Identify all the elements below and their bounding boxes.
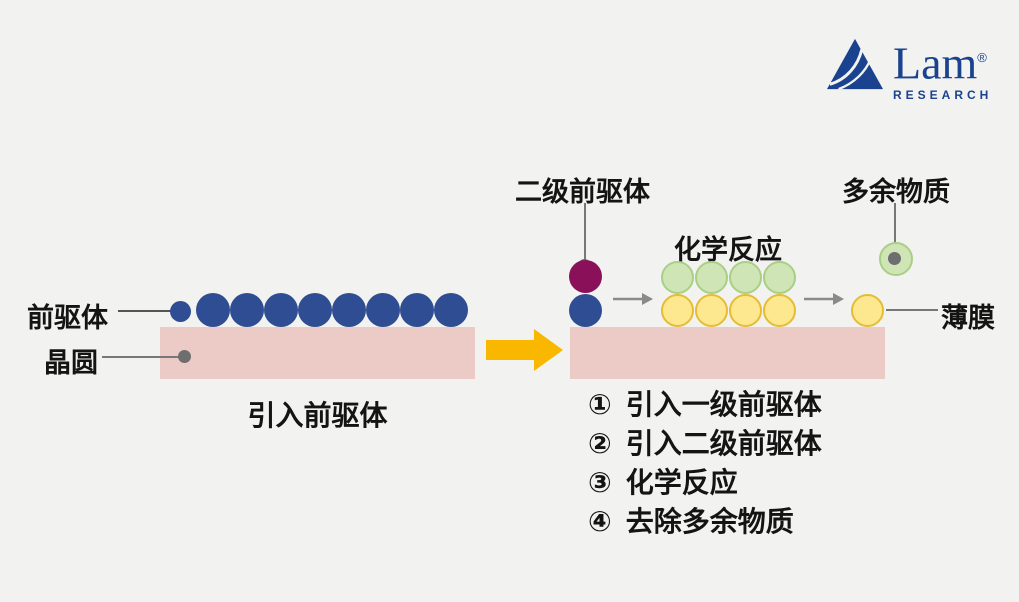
film-molecule-yellow <box>695 294 728 327</box>
flow-arrow-icon <box>486 329 563 371</box>
thin-film-molecule <box>851 294 884 327</box>
secondary-precursor-pointer-line <box>584 203 586 265</box>
registered-mark: ® <box>977 50 987 65</box>
wafer-pointer-dot <box>178 350 191 363</box>
thin-film-pointer-line <box>886 309 938 311</box>
reaction-molecule-green <box>729 261 762 294</box>
step-number: ④ <box>588 506 612 537</box>
lam-triangle-icon <box>826 38 884 91</box>
step-text: 去除多余物质 <box>625 506 794 537</box>
wafer-right <box>570 327 885 379</box>
film-molecule-yellow <box>763 294 796 327</box>
logo-brand-word: Lam <box>893 37 978 89</box>
lam-wordmark: Lam® RESEARCH <box>893 36 993 103</box>
film-molecule-yellow <box>661 294 694 327</box>
wafer-pointer-line <box>102 356 186 358</box>
wafer-label: 晶圆 <box>44 348 98 378</box>
step-number: ① <box>588 389 612 420</box>
reaction-molecule-green <box>695 261 728 294</box>
thin-film-label: 薄膜 <box>941 303 995 333</box>
secondary-precursor-molecule <box>569 260 602 293</box>
left-caption: 引入前驱体 <box>247 400 388 431</box>
excess-material-label: 多余物质 <box>842 177 950 207</box>
precursor-molecule <box>196 293 230 327</box>
chemical-reaction-label: 化学反应 <box>674 235 782 265</box>
logo-brand-text: Lam® <box>893 36 992 89</box>
step-arrow-icon <box>804 293 844 305</box>
precursor-molecule <box>366 293 400 327</box>
process-steps-list: ① 引入一级前驱体 ② 引入二级前驱体 ③ 化学反应 ④ 去除多余物质 <box>588 390 822 537</box>
primary-precursor-molecule <box>569 294 602 327</box>
precursor-label: 前驱体 <box>27 303 108 333</box>
reaction-molecule-green <box>763 261 796 294</box>
secondary-precursor-label: 二级前驱体 <box>515 177 650 207</box>
precursor-molecule <box>332 293 366 327</box>
process-step: ① 引入一级前驱体 <box>588 390 822 420</box>
process-step: ④ 去除多余物质 <box>588 507 822 537</box>
step-text: 引入二级前驱体 <box>625 428 822 459</box>
reaction-molecule-green <box>661 261 694 294</box>
excess-pointer-line <box>894 203 896 259</box>
precursor-molecule <box>264 293 298 327</box>
excess-pointer-dot <box>888 252 901 265</box>
precursor-molecule <box>400 293 434 327</box>
wafer-left <box>160 327 475 379</box>
process-step: ② 引入二级前驱体 <box>588 429 822 459</box>
step-number: ② <box>588 428 612 459</box>
lam-logo: Lam® RESEARCH <box>826 36 992 102</box>
precursor-molecule-small <box>170 301 191 322</box>
precursor-molecule <box>298 293 332 327</box>
logo-subtitle-text: RESEARCH <box>893 88 993 103</box>
process-step: ③ 化学反应 <box>588 468 822 498</box>
step-number: ③ <box>588 467 612 498</box>
film-molecule-yellow <box>729 294 762 327</box>
precursor-molecule <box>434 293 468 327</box>
step-text: 引入一级前驱体 <box>625 389 822 420</box>
step-text: 化学反应 <box>625 467 738 498</box>
precursor-pointer-line <box>118 310 174 312</box>
precursor-molecule <box>230 293 264 327</box>
step-arrow-icon <box>613 293 653 305</box>
